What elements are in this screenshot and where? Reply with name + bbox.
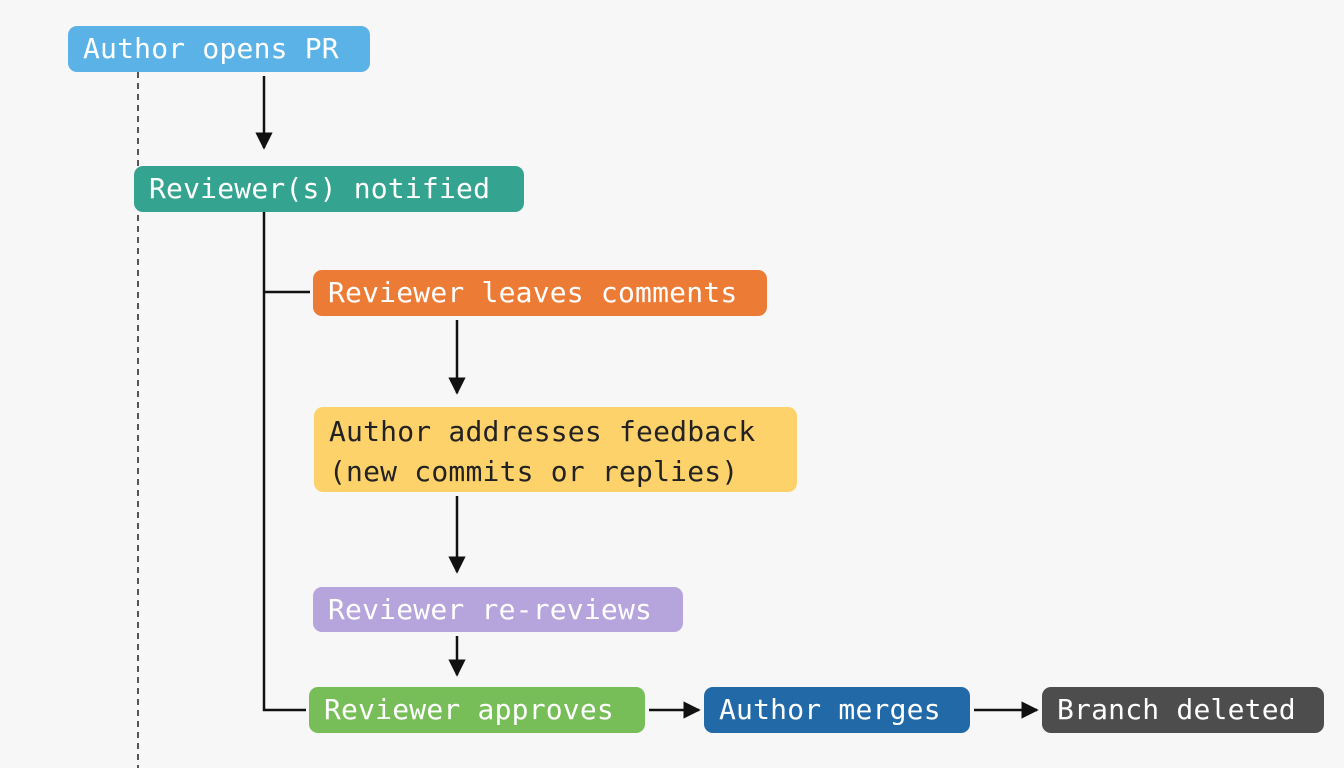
node-author-merges: Author merges	[704, 687, 970, 733]
node-label: Branch deleted	[1057, 693, 1296, 726]
node-branch-deleted: Branch deleted	[1042, 687, 1324, 733]
branch-bracket	[262, 212, 306, 712]
node-label: Author opens PR	[83, 32, 339, 65]
node-label: Reviewer(s) notified	[149, 172, 491, 205]
node-reviewer-approves: Reviewer approves	[309, 687, 645, 733]
node-label-line2: (new commits or replies)	[329, 455, 739, 488]
node-label: Author merges	[719, 693, 941, 726]
node-label-line1: Author addresses feedback	[329, 415, 756, 448]
node-reviewer-re-reviews: Reviewer re-reviews	[313, 587, 683, 632]
node-label: Reviewer leaves comments	[328, 276, 738, 309]
node-author-opens-pr: Author opens PR	[68, 26, 370, 72]
node-label: Reviewer re-reviews	[328, 593, 653, 626]
node-label: Reviewer approves	[324, 693, 614, 726]
node-reviewers-notified: Reviewer(s) notified	[134, 166, 524, 212]
node-author-addresses-feedback: Author addresses feedback (new commits o…	[314, 407, 797, 492]
node-reviewer-leaves-comments: Reviewer leaves comments	[313, 270, 767, 316]
